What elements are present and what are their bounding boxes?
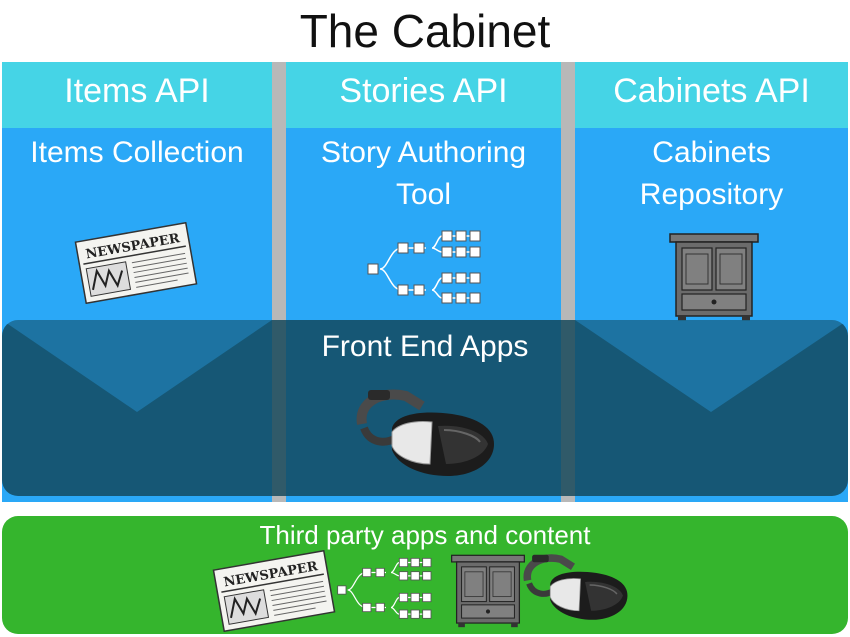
stories-api-title: Stories API: [339, 72, 508, 110]
newspaper-icon: NEWSPAPER: [212, 550, 336, 632]
story-tree-icon: [367, 230, 481, 304]
vr-headset-icon: [523, 554, 628, 620]
column-header: [2, 62, 272, 128]
story-tree-icon: [337, 557, 432, 619]
newspaper-icon: NEWSPAPER: [74, 222, 198, 304]
items-collection-label: Items Collection: [30, 136, 244, 169]
vr-headset-icon: [356, 389, 494, 476]
chevron-down-icon: [2, 320, 272, 412]
story-authoring-tool-label: Story Authoring Tool: [320, 136, 527, 211]
cabinet-icon: [451, 554, 525, 628]
cabinet-icon: [669, 233, 759, 321]
column-header: [575, 62, 848, 128]
third-party-label: Third party apps and content: [259, 520, 591, 550]
cabinets-repository-label: Cabinets Repository: [639, 136, 784, 211]
cabinets-api-title: Cabinets API: [613, 72, 810, 110]
chevron-down-icon: [575, 320, 848, 412]
page-title: The Cabinet: [299, 5, 551, 57]
items-api-title: Items API: [64, 72, 210, 110]
column-header: [286, 62, 561, 128]
front-end-apps-label: Front End Apps: [321, 330, 529, 363]
